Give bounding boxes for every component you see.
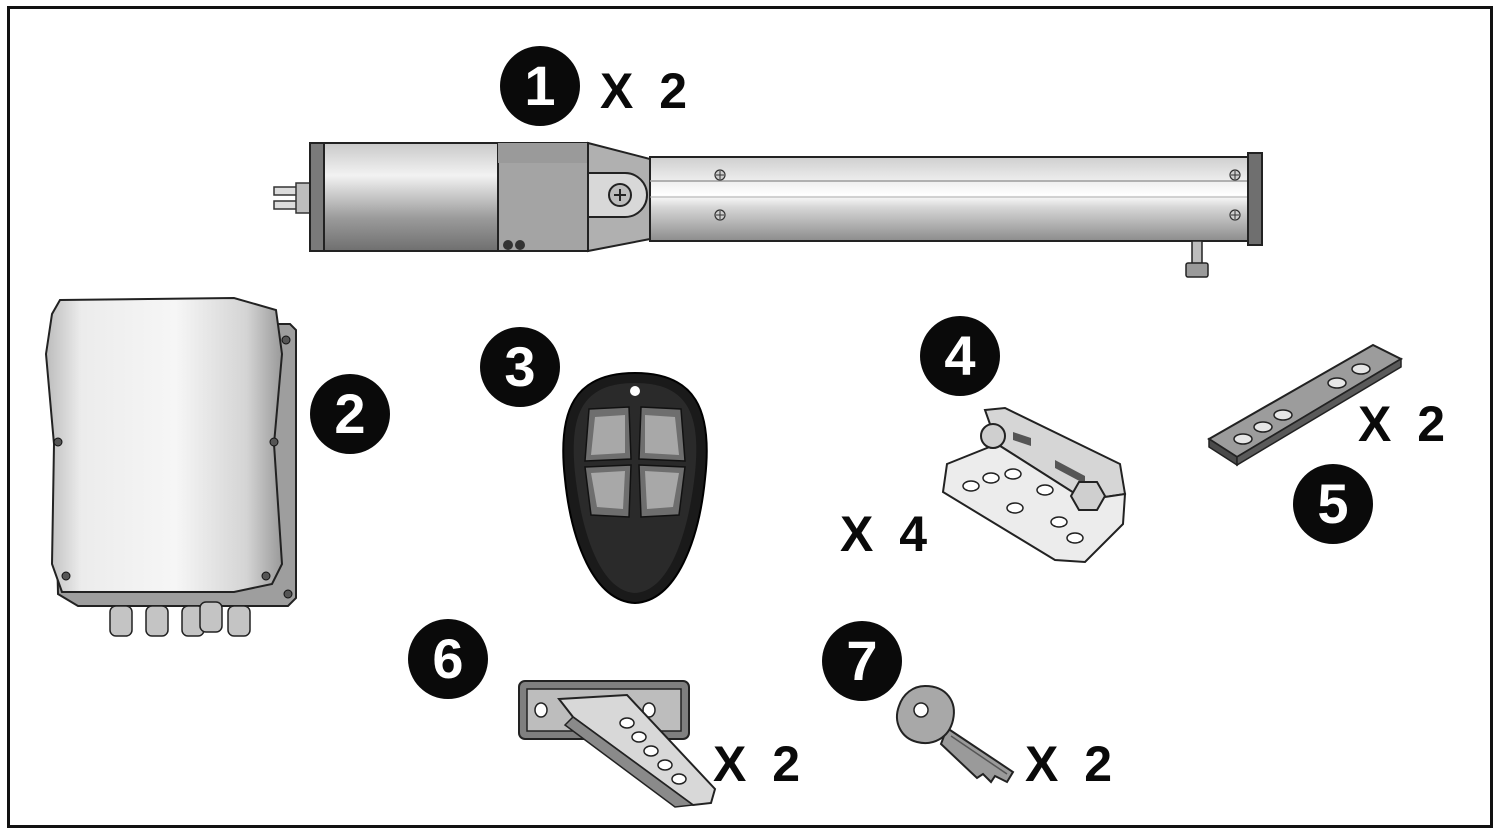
item-4-badge: 4 — [920, 316, 1000, 396]
item-6-badge: 6 — [408, 619, 488, 699]
item-3-badge: 3 — [480, 327, 560, 407]
item-4-quantity: X 4 — [840, 506, 934, 562]
diagram-frame: 1 X 2 — [7, 6, 1493, 828]
item-1-badge: 1 — [500, 46, 580, 126]
item-2-badge: 2 — [310, 374, 390, 454]
item-7-badge: 7 — [822, 621, 902, 701]
actuator-illustration — [273, 141, 1263, 278]
item-5-badge: 5 — [1293, 464, 1373, 544]
remote-control-illustration — [562, 371, 708, 605]
key-illustration — [896, 684, 1015, 784]
item-1-quantity: X 2 — [600, 63, 694, 119]
angle-bracket-illustration — [941, 406, 1127, 564]
flat-bracket-illustration — [1207, 343, 1404, 467]
item-7-quantity: X 2 — [1025, 736, 1119, 792]
gate-bracket-illustration — [518, 680, 717, 808]
item-6-quantity: X 2 — [713, 736, 807, 792]
item-5-quantity: X 2 — [1358, 396, 1452, 452]
control-box-illustration — [44, 296, 297, 637]
